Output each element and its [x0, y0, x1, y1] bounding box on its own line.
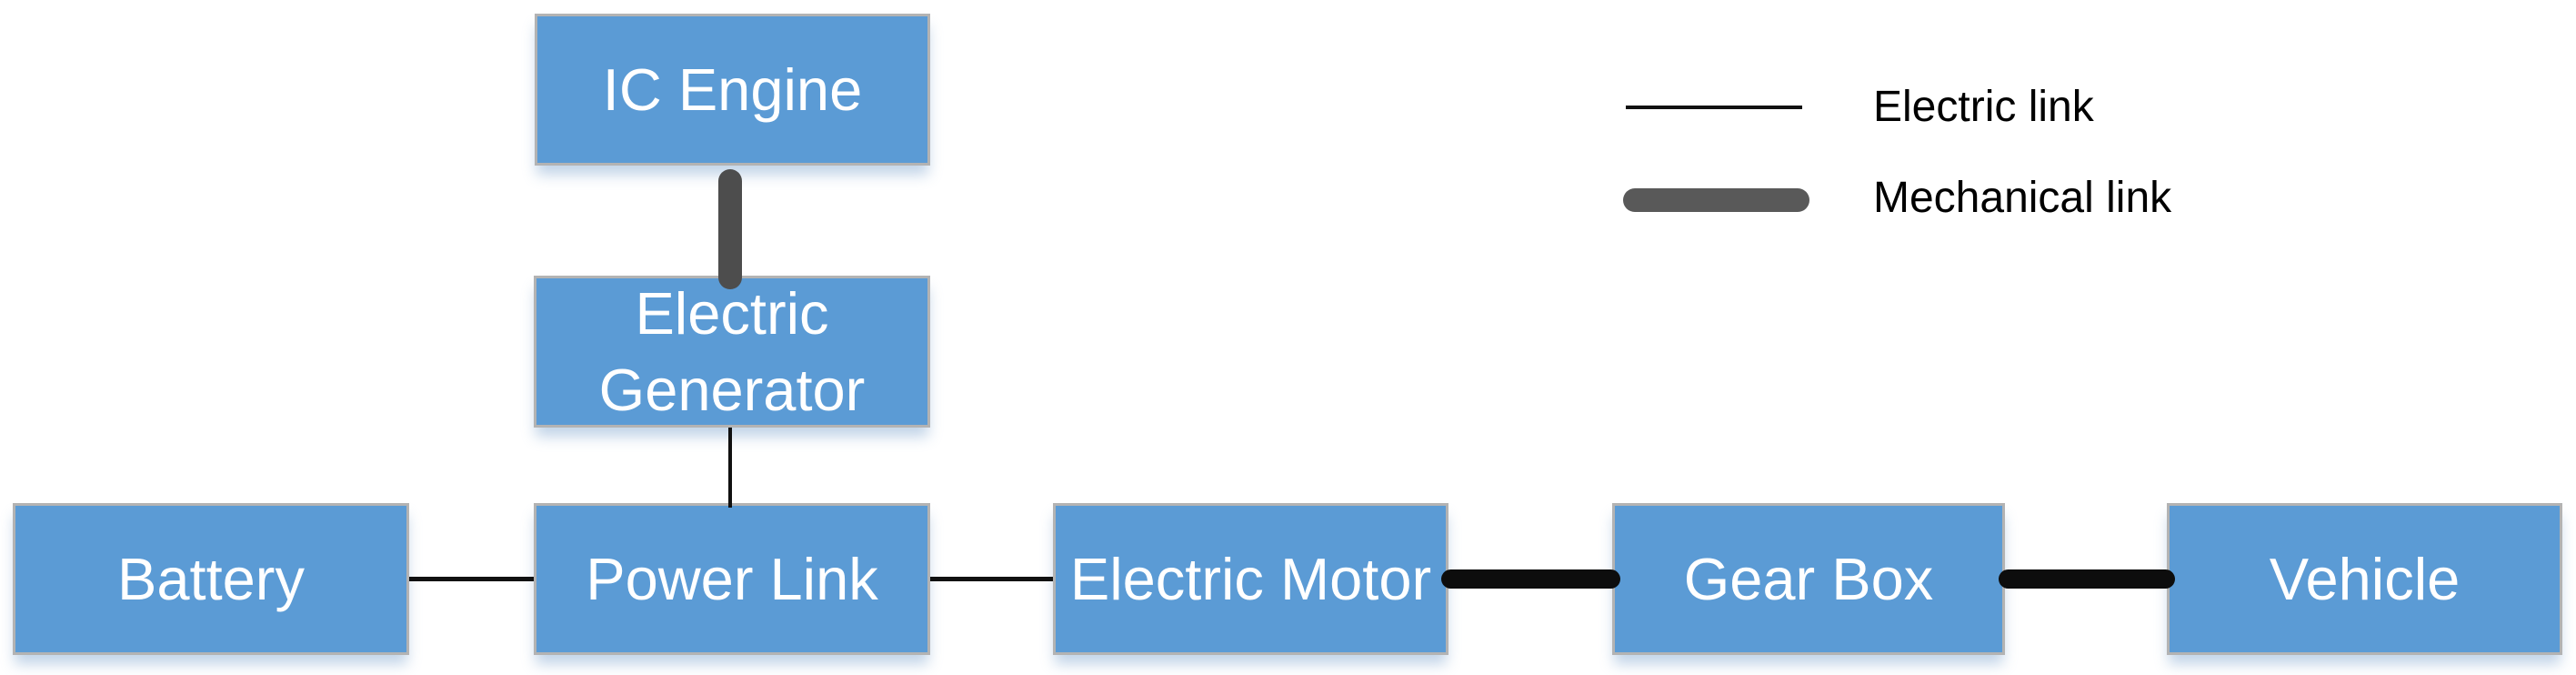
legend-electric-line-swatch	[1626, 106, 1802, 109]
mechanical-link-motor-to-gearbox	[1441, 569, 1620, 589]
node-gear-box: Gear Box	[1612, 503, 2005, 655]
electric-link-generator-to-powerlink	[728, 428, 732, 508]
node-electric-motor-label: Electric Motor	[1069, 545, 1432, 612]
mechanical-link-gearbox-to-vehicle	[1999, 569, 2175, 589]
node-gear-box-label: Gear Box	[1683, 545, 1934, 612]
node-power-link-label: Power Link	[586, 545, 878, 612]
legend-mechanical-label: Mechanical link	[1873, 174, 2172, 222]
mechanical-link-engine-to-generator	[718, 169, 742, 289]
node-power-link: Power Link	[534, 503, 930, 655]
node-battery-label: Battery	[117, 545, 305, 612]
node-electric-motor: Electric Motor	[1053, 503, 1448, 655]
node-vehicle: Vehicle	[2167, 503, 2562, 655]
node-electric-generator-label: Electric Generator	[598, 280, 866, 423]
electric-link-battery-to-powerlink	[409, 577, 534, 581]
legend-mechanical-line-swatch	[1623, 188, 1809, 212]
node-electric-generator: Electric Generator	[534, 276, 930, 428]
node-vehicle-label: Vehicle	[2269, 545, 2461, 612]
legend-electric-label: Electric link	[1873, 83, 2094, 131]
electric-link-powerlink-to-motor	[930, 577, 1053, 581]
node-ic-engine-label: IC Engine	[602, 55, 863, 123]
node-battery: Battery	[13, 503, 409, 655]
node-ic-engine: IC Engine	[535, 14, 930, 166]
